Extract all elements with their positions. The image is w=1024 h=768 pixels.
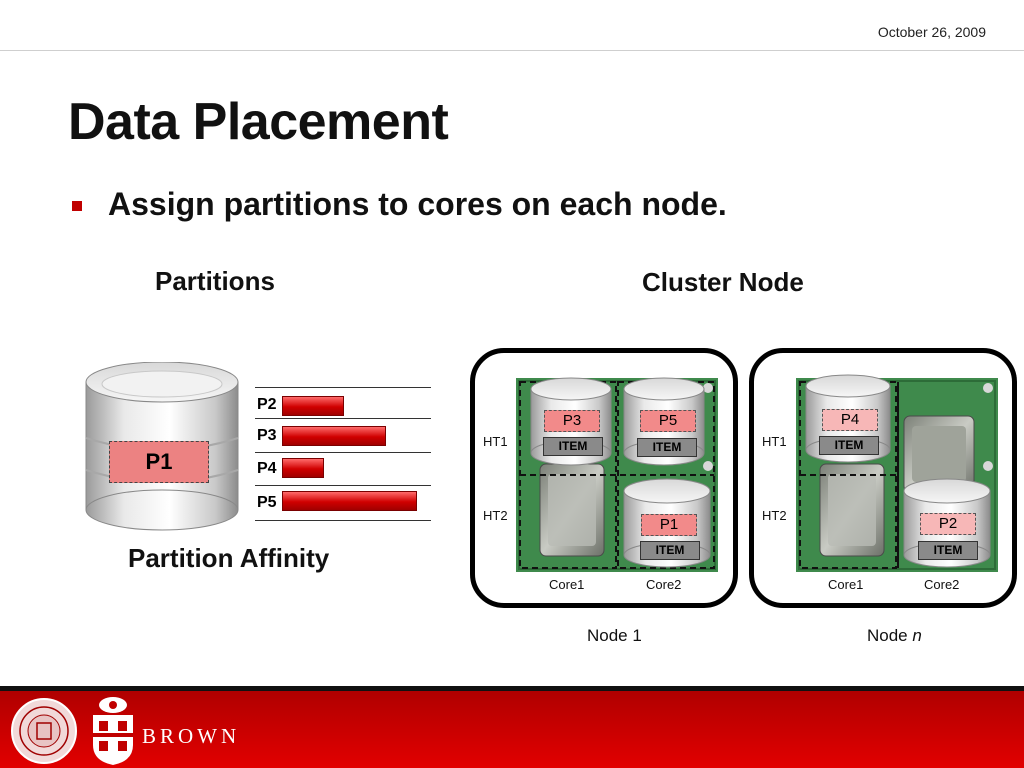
affinity-row: P3: [255, 421, 431, 451]
affinity-rule: [255, 452, 431, 453]
affinity-row: P4: [255, 454, 431, 484]
item-tag: ITEM: [819, 436, 879, 455]
partition-tag: P3: [544, 410, 600, 432]
bullet-text: Assign partitions to cores on each node.: [108, 186, 727, 222]
core-label: Core1: [549, 577, 585, 592]
footer-bar: BROWN: [0, 686, 1024, 768]
core-label: Core2: [924, 577, 960, 592]
node-n-caption-prefix: Node: [867, 626, 913, 645]
affinity-bar: [282, 458, 324, 478]
ht-label: HT2: [483, 508, 508, 523]
partition-tag: P5: [640, 410, 696, 432]
brand-wordmark: BROWN: [142, 724, 241, 748]
slide-title: Data Placement: [68, 93, 449, 151]
bullet-square-icon: [72, 200, 82, 211]
bullet-item: Assign partitions to cores on each node.: [72, 186, 727, 223]
node-n-caption: Node n: [867, 626, 922, 646]
database-partition-label: P1: [109, 441, 209, 483]
brown-shield-icon: [93, 697, 133, 765]
slide-date: October 26, 2009: [877, 24, 986, 40]
node-n-frame: [749, 348, 1017, 608]
affinity-bar: [282, 426, 386, 446]
node-1-frame: [470, 348, 738, 608]
database-icon: [85, 362, 239, 531]
item-tag: ITEM: [637, 438, 697, 457]
partition-tag: P2: [920, 513, 976, 535]
ht-label: HT1: [762, 434, 787, 449]
affinity-bar: [282, 491, 417, 511]
partitions-heading: Partitions: [155, 266, 275, 296]
item-tag: ITEM: [640, 541, 700, 560]
affinity-chart: P2 P3 P4 P5: [255, 384, 431, 522]
ht-label: HT1: [483, 434, 508, 449]
mit-seal-icon: [11, 698, 77, 764]
affinity-row: P5: [255, 487, 431, 517]
core-label: Core1: [828, 577, 864, 592]
affinity-rule: [255, 387, 431, 388]
item-tag: ITEM: [543, 437, 603, 456]
node-1-caption: Node 1: [587, 626, 642, 645]
header-divider: [0, 50, 1024, 51]
cluster-heading: Cluster Node: [642, 267, 804, 297]
affinity-row: P2: [255, 388, 431, 418]
affinity-rule: [255, 520, 431, 521]
affinity-rule: [255, 485, 431, 486]
affinity-row-label: P4: [257, 460, 277, 477]
affinity-caption: Partition Affinity: [128, 543, 330, 573]
partition-tag: P1: [641, 514, 697, 536]
affinity-bar: [282, 396, 344, 416]
item-tag: ITEM: [918, 541, 978, 560]
affinity-rule: [255, 418, 431, 419]
ht-label: HT2: [762, 508, 787, 523]
node-n-caption-var: n: [912, 626, 922, 645]
affinity-row-label: P3: [257, 427, 277, 444]
partition-tag: P4: [822, 409, 878, 431]
affinity-row-label: P2: [257, 396, 277, 413]
affinity-row-label: P5: [257, 494, 277, 511]
core-label: Core2: [646, 577, 682, 592]
